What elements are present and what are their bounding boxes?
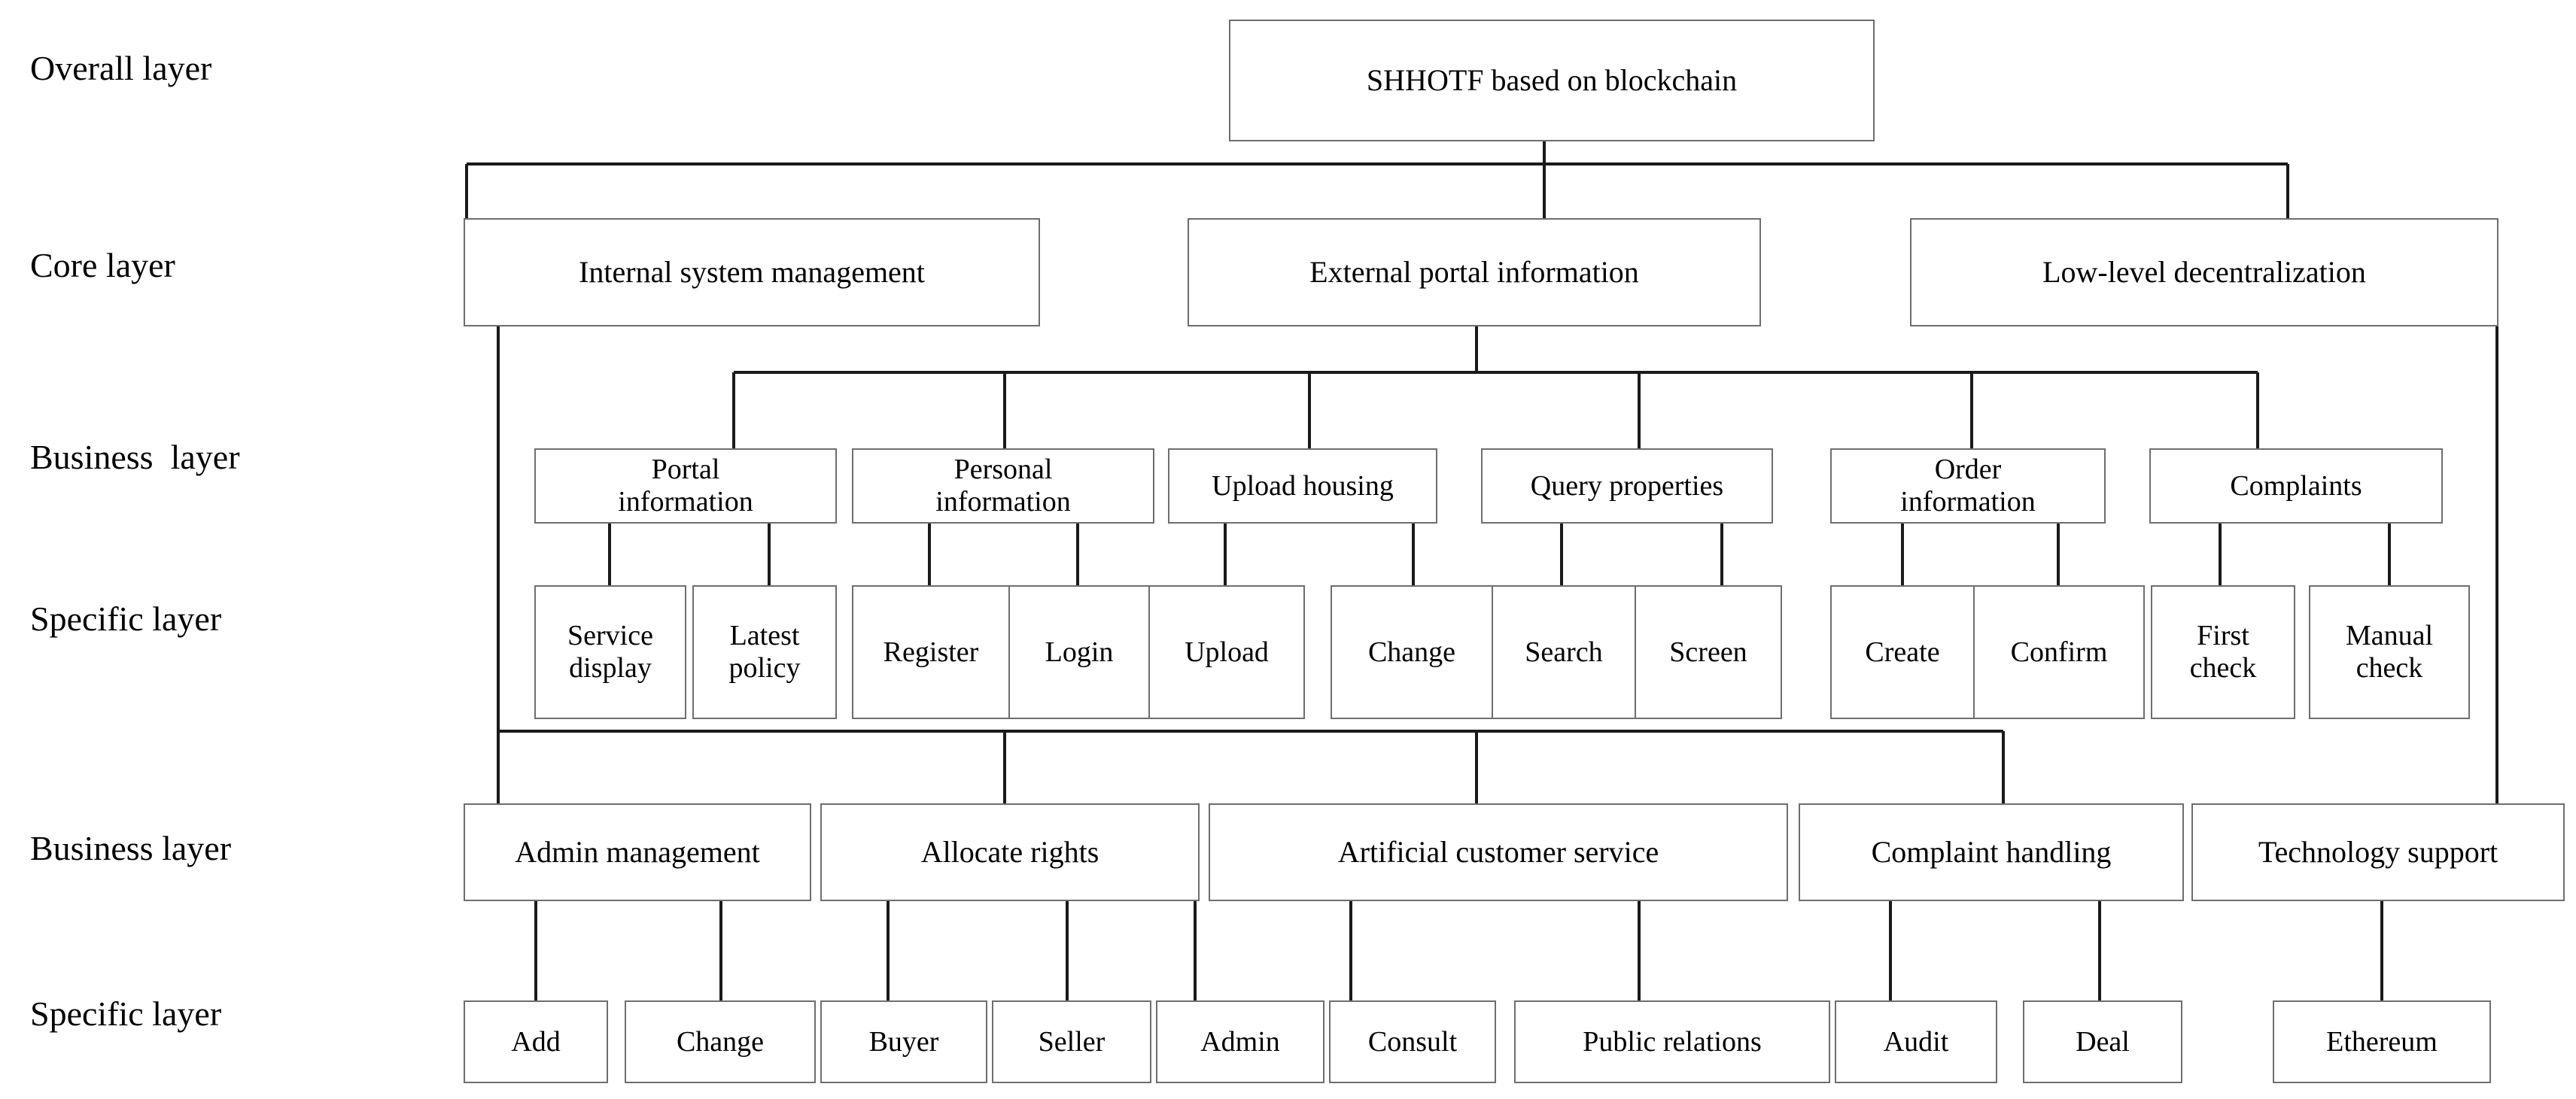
node-search[interactable]: Search: [1492, 585, 1636, 719]
node-label: Service display: [567, 620, 653, 684]
node-label: Buyer: [868, 1025, 939, 1058]
node-seller[interactable]: Seller: [992, 1000, 1151, 1083]
node-admin[interactable]: Admin: [1156, 1000, 1324, 1083]
layer-label-overall: Overall layer: [30, 49, 212, 87]
node-complaint-handling[interactable]: Complaint handling: [1799, 803, 2184, 901]
node-label: Allocate rights: [920, 834, 1099, 869]
node-label: Public relations: [1583, 1025, 1762, 1058]
node-complaints[interactable]: Complaints: [2149, 448, 2443, 524]
node-low-level-decentralization[interactable]: Low-level decentralization: [1910, 218, 2498, 326]
node-label: Technology support: [2258, 834, 2498, 869]
node-audit[interactable]: Audit: [1835, 1000, 1997, 1083]
node-change-query[interactable]: Change: [1331, 585, 1493, 719]
node-admin-management[interactable]: Admin management: [464, 803, 811, 901]
layer-label-business-2: Business layer: [30, 829, 232, 867]
node-label: Low-level decentralization: [2042, 254, 2366, 289]
node-upload-housing[interactable]: Upload housing: [1168, 448, 1437, 524]
node-label: Change: [1367, 636, 1456, 668]
node-latest-policy[interactable]: Latest policy: [692, 585, 837, 719]
node-personal-information[interactable]: Personal information: [852, 448, 1154, 524]
node-order-information[interactable]: Order information: [1830, 448, 2106, 524]
node-consult[interactable]: Consult: [1329, 1000, 1496, 1083]
node-allocate-rights[interactable]: Allocate rights: [820, 803, 1200, 901]
node-label: Internal system management: [579, 254, 925, 289]
node-label: Artificial customer service: [1337, 834, 1659, 869]
node-label: Change: [676, 1025, 765, 1058]
node-label: Personal information: [935, 454, 1071, 518]
node-create[interactable]: Create: [1830, 585, 1975, 719]
layer-label-business-1: Business layer: [30, 438, 240, 476]
node-add[interactable]: Add: [464, 1000, 608, 1083]
node-technology-support[interactable]: Technology support: [2191, 803, 2565, 901]
node-register[interactable]: Register: [852, 585, 1010, 719]
node-label: Complaints: [2230, 469, 2362, 502]
node-deal[interactable]: Deal: [2023, 1000, 2182, 1083]
node-label: Admin: [1200, 1025, 1280, 1058]
node-label: Login: [1045, 636, 1114, 668]
node-label: Portal information: [618, 454, 753, 518]
node-label: Upload housing: [1212, 469, 1394, 502]
node-buyer[interactable]: Buyer: [820, 1000, 987, 1083]
node-label: External portal information: [1309, 254, 1639, 289]
node-internal-system-management[interactable]: Internal system management: [464, 218, 1040, 326]
node-ethereum[interactable]: Ethereum: [2273, 1000, 2491, 1083]
node-label: First check: [2189, 620, 2257, 684]
node-label: Latest policy: [728, 620, 801, 684]
node-label: Create: [1865, 636, 1940, 668]
node-confirm[interactable]: Confirm: [1973, 585, 2145, 719]
node-label: Search: [1525, 636, 1603, 668]
node-external-portal-information[interactable]: External portal information: [1188, 218, 1761, 326]
node-upload[interactable]: Upload: [1148, 585, 1305, 719]
node-login[interactable]: Login: [1008, 585, 1150, 719]
node-manual-check[interactable]: Manual check: [2309, 585, 2470, 719]
node-label: Screen: [1669, 636, 1747, 668]
node-change-admin[interactable]: Change: [625, 1000, 816, 1083]
node-screen[interactable]: Screen: [1635, 585, 1782, 719]
node-shhotf-root[interactable]: SHHOTF based on blockchain: [1229, 20, 1875, 141]
node-label: Complaint handling: [1871, 834, 2112, 869]
node-first-check[interactable]: First check: [2151, 585, 2295, 719]
layer-label-specific-1: Specific layer: [30, 600, 222, 638]
node-label: Admin management: [515, 834, 760, 869]
node-label: Register: [883, 636, 979, 668]
node-public-relations[interactable]: Public relations: [1514, 1000, 1830, 1083]
node-label: Manual check: [2345, 620, 2434, 684]
node-artificial-customer-service[interactable]: Artificial customer service: [1209, 803, 1788, 901]
layer-label-core: Core layer: [30, 246, 175, 284]
node-query-properties[interactable]: Query properties: [1481, 448, 1773, 524]
node-label: Add: [511, 1025, 561, 1058]
node-label: Seller: [1038, 1025, 1106, 1058]
node-label: SHHOTF based on blockchain: [1366, 62, 1738, 97]
node-label: Deal: [2076, 1025, 2130, 1058]
node-label: Order information: [1900, 454, 2036, 518]
layer-label-specific-2: Specific layer: [30, 994, 222, 1033]
node-label: Confirm: [2010, 636, 2108, 668]
node-label: Ethereum: [2326, 1025, 2438, 1058]
node-label: Upload: [1185, 636, 1269, 668]
node-portal-information[interactable]: Portal information: [534, 448, 837, 524]
node-service-display[interactable]: Service display: [534, 585, 686, 719]
node-label: Query properties: [1530, 469, 1724, 502]
node-label: Consult: [1367, 1025, 1458, 1058]
node-label: Audit: [1883, 1025, 1949, 1058]
